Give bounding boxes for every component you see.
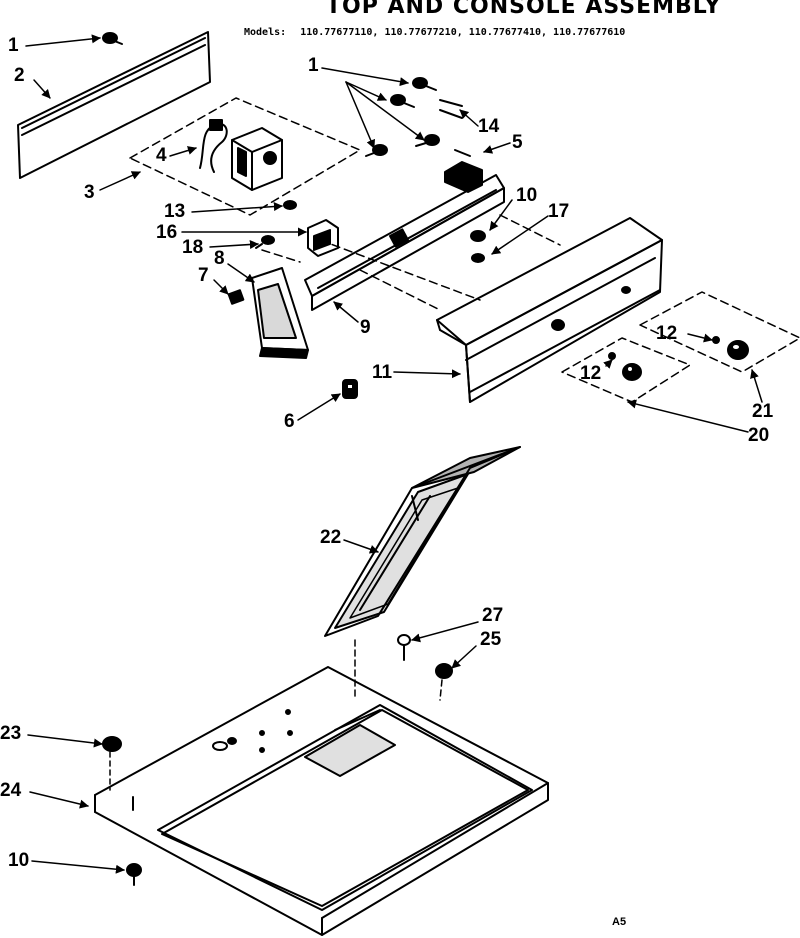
callout-10-upper: 10 xyxy=(516,185,538,206)
callout-12-upper: 12 xyxy=(656,323,678,344)
callout-10-lower: 10 xyxy=(8,850,30,871)
screw-part-27 xyxy=(397,634,411,661)
callout-12-lower: 12 xyxy=(580,363,602,384)
callout-3: 3 xyxy=(84,182,95,203)
screw-part-17 xyxy=(471,253,485,263)
page-code: A5 xyxy=(612,916,627,928)
motor-mount-plane-part-3 xyxy=(129,97,361,216)
callout-1-top-left: 1 xyxy=(8,35,19,56)
screw-part-1-top-left xyxy=(102,32,123,45)
dryer-top-part-24 xyxy=(94,666,549,936)
callout-9: 9 xyxy=(360,317,371,338)
spring-part-12-upper xyxy=(712,336,720,344)
models-label: Models: xyxy=(244,27,287,38)
callout-5: 5 xyxy=(512,132,523,153)
screw-part-13 xyxy=(283,200,297,210)
screw-part-18 xyxy=(255,235,275,249)
callout-11: 11 xyxy=(372,362,393,383)
models-line: Models: 110.77677110, 110.77677210, 110.… xyxy=(244,27,625,38)
callout-8: 8 xyxy=(214,248,225,269)
console-rail-part-9 xyxy=(304,174,505,311)
callout-21: 21 xyxy=(752,401,774,422)
callout-27: 27 xyxy=(482,605,504,626)
callout-24: 24 xyxy=(0,780,22,801)
screw-part-1-b xyxy=(390,94,415,108)
callout-20: 20 xyxy=(748,425,770,446)
bracket-part-5 xyxy=(444,149,483,193)
callout-14: 14 xyxy=(478,116,500,137)
knob-plane-part-20 xyxy=(561,337,691,403)
wire-harness-part-4 xyxy=(199,119,228,173)
clip-part-7 xyxy=(227,289,245,305)
callout-23: 23 xyxy=(0,723,22,744)
switch-part-16 xyxy=(307,219,339,257)
screw-part-10-lower xyxy=(126,863,142,886)
knob-part-21 xyxy=(727,340,749,360)
lint-door-part-22 xyxy=(324,446,521,637)
screw-part-1-c xyxy=(415,134,440,147)
screw-part-1-a xyxy=(412,77,437,91)
guide-line-25 xyxy=(439,679,443,701)
screw-part-10-upper xyxy=(470,230,486,242)
callout-18: 18 xyxy=(182,237,204,258)
clip-part-14 xyxy=(439,99,463,119)
end-cap-part-8 xyxy=(251,267,309,359)
timer-block xyxy=(231,127,283,191)
knob-plane-part-21 xyxy=(639,291,800,373)
callout-2: 2 xyxy=(14,65,25,86)
callout-22: 22 xyxy=(320,527,342,548)
rear-panel-part-2 xyxy=(17,31,211,179)
console-panel-part-11 xyxy=(436,217,663,403)
nut-part-25 xyxy=(435,663,453,679)
knob-part-6 xyxy=(342,379,358,399)
callout-13: 13 xyxy=(164,201,186,222)
assembly-guide-lines xyxy=(261,214,561,311)
screw-part-1-d xyxy=(365,144,388,157)
callout-6: 6 xyxy=(284,411,295,432)
models-list: 110.77677110, 110.77677210, 110.77677410… xyxy=(300,27,626,38)
callout-16: 16 xyxy=(156,222,178,243)
diagram-title: TOP AND CONSOLE ASSEMBLY xyxy=(326,0,722,19)
callout-17: 17 xyxy=(548,201,570,222)
callout-7: 7 xyxy=(198,265,209,286)
nut-part-23 xyxy=(102,736,122,791)
knob-part-20 xyxy=(622,363,642,381)
callout-1-top-right: 1 xyxy=(308,55,319,76)
spring-part-12-lower xyxy=(608,352,616,360)
callout-4: 4 xyxy=(156,145,167,166)
leader-lines xyxy=(25,34,763,874)
callout-25: 25 xyxy=(480,629,502,650)
